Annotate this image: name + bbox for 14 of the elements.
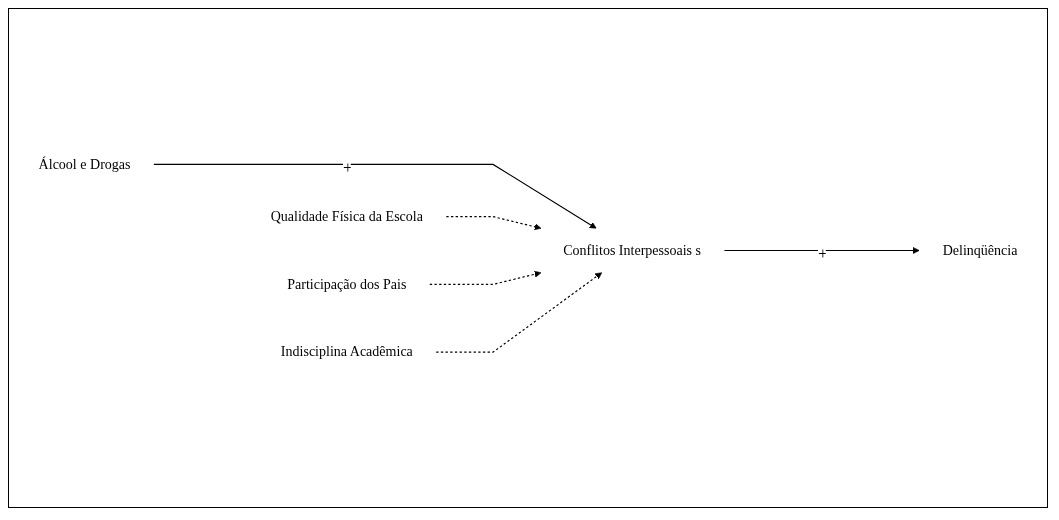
node-text: Conflitos Interpessoais s [563, 242, 702, 258]
node-text: Delinqüência [942, 242, 1018, 258]
node-text: Indisciplina Acadêmica [280, 343, 413, 360]
frame-border: + + Álcool e Drogas Qualidade Física da Escola Participação dos Pais Indisciplina Acadêmica Conflitos Interpessoais s Delinqüência [8, 8, 1048, 508]
arrow [429, 270, 542, 285]
node-text: Participação dos Pais [287, 275, 407, 292]
edge-label: + [817, 242, 828, 263]
arrow [445, 215, 542, 230]
arrow [153, 163, 597, 229]
arrow [723, 246, 920, 254]
arrow [435, 272, 603, 353]
node-text: Qualidade Física da Escola [270, 208, 423, 224]
node-text: Álcool e Drogas [38, 155, 131, 172]
edge-label: + [342, 156, 353, 177]
